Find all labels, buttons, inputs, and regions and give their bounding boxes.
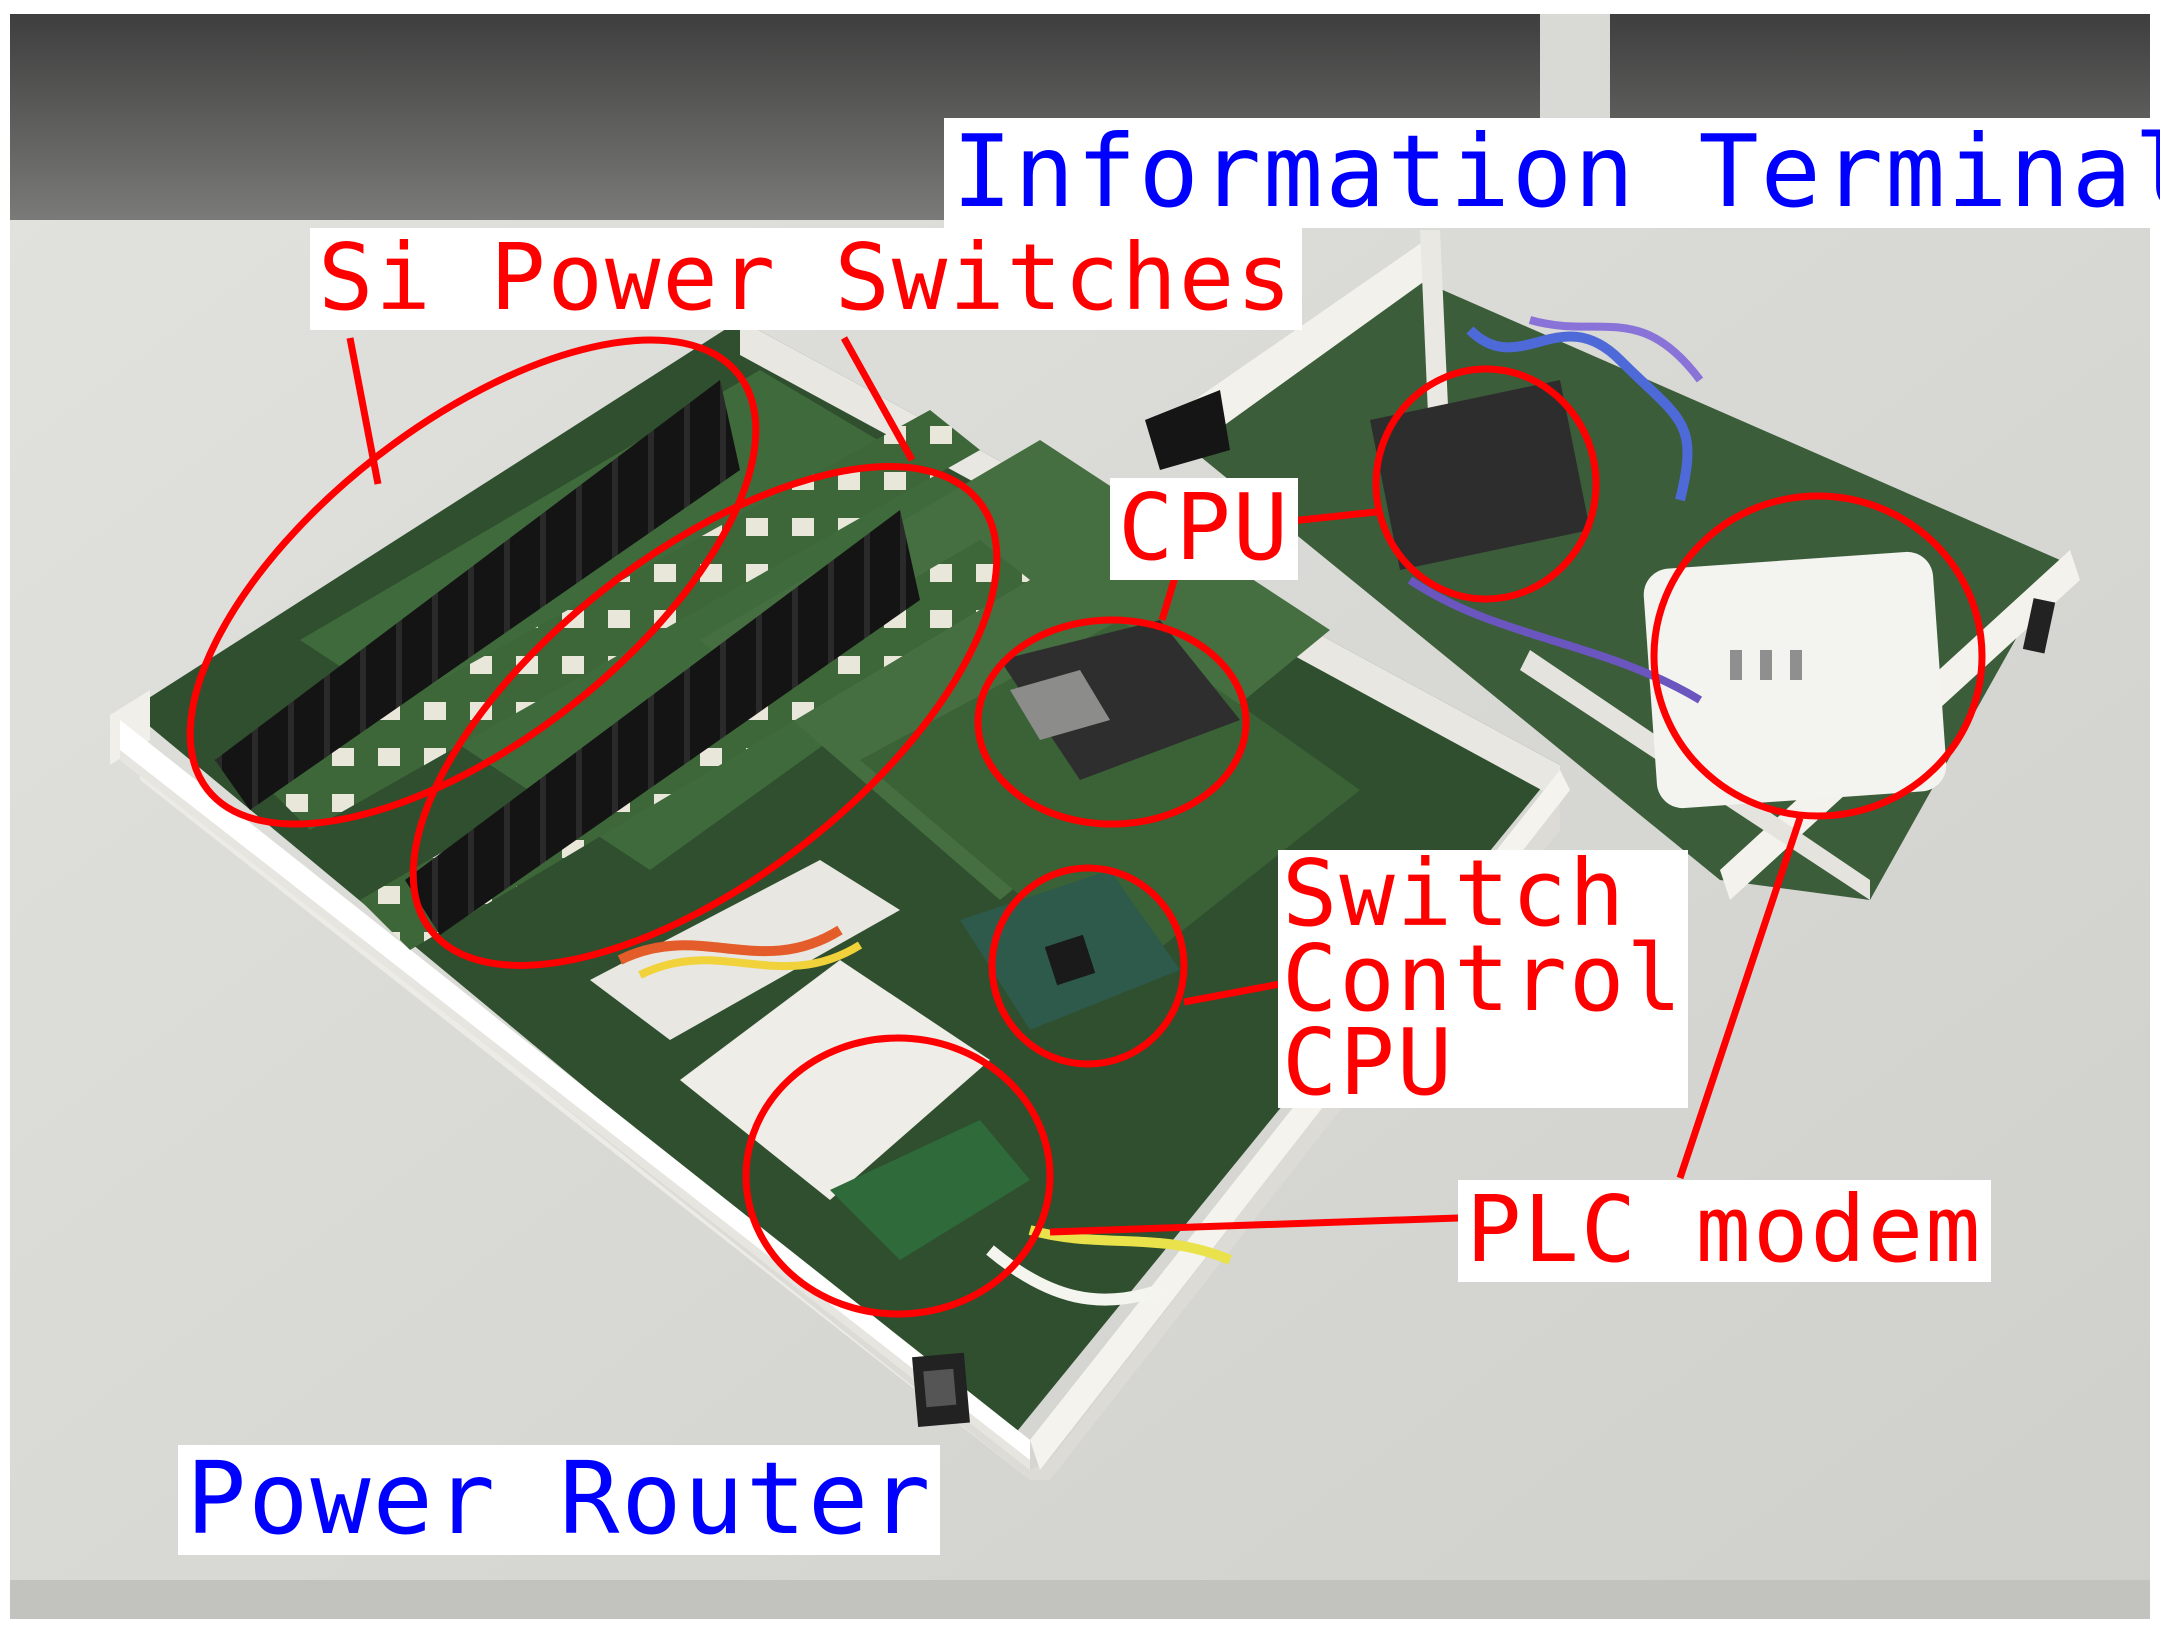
annotation-ellipse-terminal-cpu [1372,365,1600,603]
leader-plc-2 [1676,816,1804,1180]
switch-control-cpu-label: Switch Control CPU [1278,840,1688,1117]
switch-control-line-3: CPU [1282,1009,1455,1117]
leader-switch-control [1183,980,1281,1006]
table-edge [10,1580,2150,1619]
annotation-ellipse-plc-terminal [1650,492,1986,820]
cpu-label: CPU [1110,478,1299,580]
annotation-ellipse-plc-router [742,1034,1054,1318]
annotation-ellipse-si-switches-2 [409,463,1001,969]
leader-cpu-1 [1158,572,1180,622]
leader-plc-1 [1049,1214,1459,1236]
annotations [186,336,1986,1318]
leader-si-1 [346,337,382,485]
switch-control-line-2: Control [1282,924,1684,1032]
annotation-ellipse-cpu [974,616,1250,828]
annotation-ellipse-switch-control-cpu [988,864,1188,1068]
switch-control-line-1: Switch [1282,840,1627,947]
si-power-switches-label: Si Power Switches [310,228,1302,330]
information-terminal-label: Information Terminal [944,118,2160,228]
window-sill [1540,14,1610,124]
plc-modem-label: PLC modem [1458,1180,1991,1282]
power-router-label: Power Router [178,1445,941,1555]
leader-si-2 [840,336,916,462]
